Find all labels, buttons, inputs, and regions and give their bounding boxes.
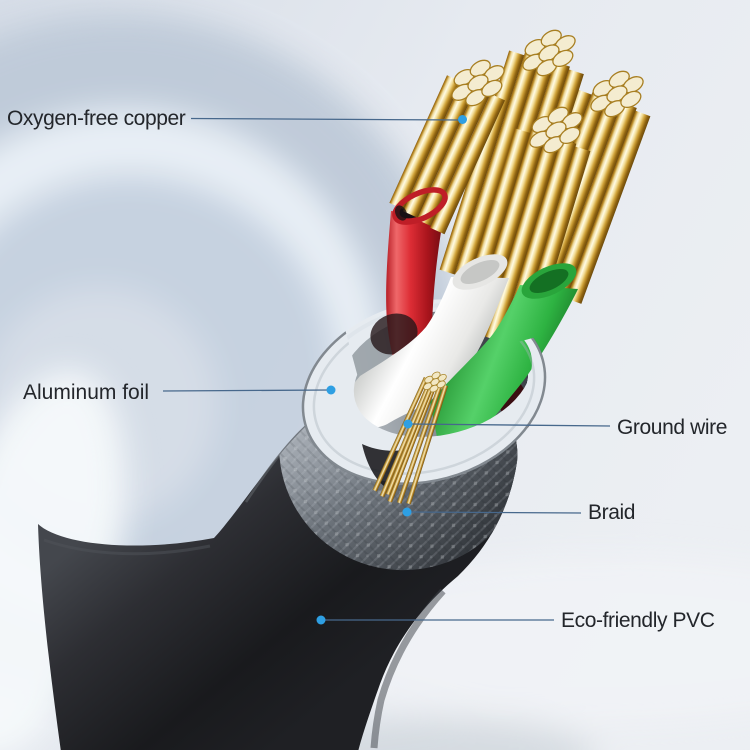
- svg-text:Braid: Braid: [588, 501, 635, 524]
- svg-text:Eco-friendly PVC: Eco-friendly PVC: [561, 609, 715, 632]
- svg-text:Aluminum foil: Aluminum foil: [23, 381, 149, 404]
- svg-text:Oxygen-free copper: Oxygen-free copper: [7, 107, 186, 130]
- svg-text:Ground wire: Ground wire: [617, 416, 727, 439]
